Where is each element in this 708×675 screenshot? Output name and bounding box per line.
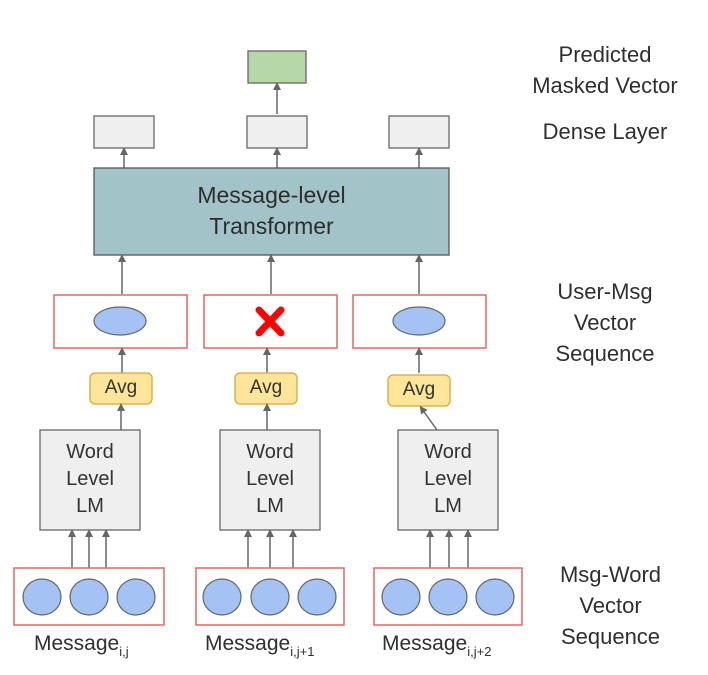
arrows-words-to-lm-2 <box>244 529 297 568</box>
message-1-sub: i,j <box>119 644 129 659</box>
word-lm-3-line2: Level <box>424 468 472 490</box>
word-lm-1-line3: LM <box>76 495 104 517</box>
word-lm-2-line1: Word <box>246 441 294 463</box>
message-1-base: Message <box>34 632 120 655</box>
avg-label-2: Avg <box>249 377 283 398</box>
word-lm-label-2: Word Level LM <box>220 439 320 520</box>
label-msgword-line3: Sequence <box>560 624 661 649</box>
label-user-msg-vector-sequence: User-Msg Vector Sequence <box>505 276 705 369</box>
message-label-3: Messagei,j+2 <box>382 632 491 659</box>
word-vectors-1 <box>22 578 156 616</box>
message-3-base: Message <box>382 632 468 655</box>
masked-x-icon <box>255 306 285 337</box>
avg-box-3 <box>387 374 451 407</box>
message-2-sub: i,j+1 <box>290 644 315 659</box>
label-predicted-line2: Masked Vector <box>532 73 678 98</box>
message-3-sub: i,j+2 <box>467 644 492 659</box>
word-lm-2-line3: LM <box>256 495 284 517</box>
word-lm-1-line1: Word <box>66 441 114 463</box>
dense-box-3 <box>388 115 450 149</box>
usermsg-vector-1 <box>93 306 147 336</box>
arrow-lm-to-avg-3 <box>419 405 438 431</box>
label-usermsg-line2: Vector <box>573 310 637 335</box>
dense-box-2 <box>246 115 308 149</box>
label-dense-layer-text: Dense Layer <box>542 119 668 144</box>
dense-box-1 <box>93 115 155 149</box>
word-lm-3-line1: Word <box>424 441 472 463</box>
word-lm-box-2 <box>219 429 321 531</box>
avg-label-3: Avg <box>402 379 436 400</box>
label-usermsg-line3: Sequence <box>555 341 655 366</box>
word-lm-1-line2: Level <box>66 468 114 490</box>
transformer-line1: Message-level <box>197 182 346 208</box>
word-lm-label-1: Word Level LM <box>40 439 140 520</box>
word-vectors-2 <box>202 578 337 616</box>
label-predicted-masked-vector: Predicted Masked Vector <box>505 39 705 101</box>
word-vectors-3 <box>381 578 515 616</box>
message-label-2: Messagei,j+1 <box>205 632 314 659</box>
arrows-words-to-lm-1 <box>68 529 110 568</box>
word-lm-box-1 <box>39 429 141 531</box>
label-msgword-line2: Vector <box>579 593 642 618</box>
word-lm-label-3: Word Level LM <box>398 439 498 520</box>
transformer-line2: Transformer <box>209 213 334 239</box>
label-msg-word-vector-sequence: Msg-Word Vector Sequence <box>513 559 708 652</box>
label-dense-layer: Dense Layer <box>505 116 705 147</box>
message-label-1: Messagei,j <box>34 632 129 659</box>
label-msgword-line1: Msg-Word <box>559 562 662 587</box>
usermsg-vector-3 <box>392 306 446 336</box>
word-lm-box-3 <box>397 429 499 531</box>
label-predicted-line1: Predicted <box>558 42 652 67</box>
transformer-label: Message-level Transformer <box>94 180 449 242</box>
label-usermsg-line1: User-Msg <box>557 279 653 304</box>
transformer-box <box>93 167 450 256</box>
message-2-base: Message <box>205 632 291 655</box>
word-lm-2-line2: Level <box>246 468 294 490</box>
predicted-vector-box <box>247 50 307 84</box>
word-lm-3-line3: LM <box>434 495 462 517</box>
arrows-words-to-lm-3 <box>426 529 472 568</box>
avg-label-1: Avg <box>104 377 138 398</box>
